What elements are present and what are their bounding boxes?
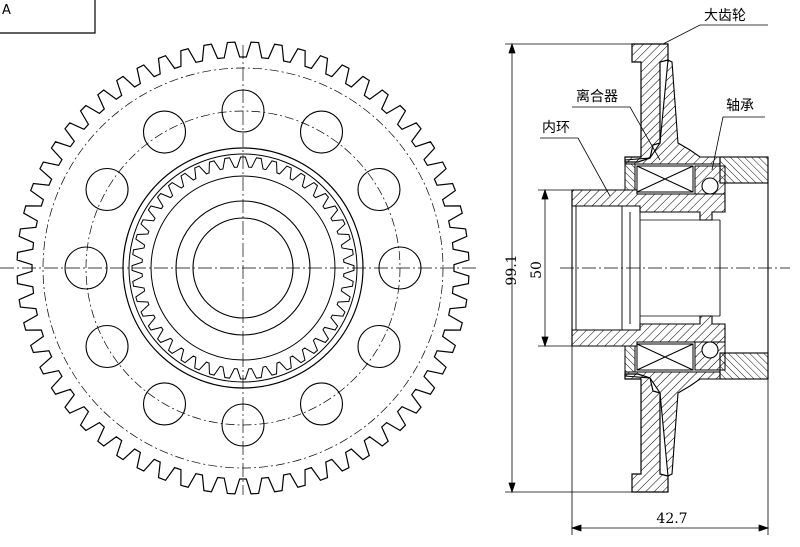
bolt-hole xyxy=(299,382,344,426)
section-view xyxy=(560,43,790,493)
label-bearing: 轴承 xyxy=(726,98,754,114)
bolt-holes xyxy=(64,89,422,447)
outer-sleeve-bottom xyxy=(719,352,769,380)
label-big-gear: 大齿轮 xyxy=(704,8,746,24)
hub-rib-bottom xyxy=(624,371,721,477)
clutch-strip-bottom xyxy=(624,345,636,373)
bolt-hole xyxy=(357,324,401,369)
label-clutch: 离合器 xyxy=(576,88,618,105)
dimension-inner-value: 50 xyxy=(529,261,545,279)
bolt-hole xyxy=(85,324,129,369)
bearing-bottom xyxy=(694,341,726,371)
roller-cage-bottom xyxy=(636,343,694,371)
inner-ring-top xyxy=(571,189,726,221)
outer-sleeve-top xyxy=(719,156,769,184)
dimension-width xyxy=(570,346,770,535)
hub-rib-top xyxy=(624,59,721,165)
front-view xyxy=(0,41,478,495)
label-inner-ring: 内环 xyxy=(542,120,570,136)
callout-clutch: 离合器 xyxy=(572,88,661,161)
callout-bearing: 轴承 xyxy=(711,98,765,171)
clutch-strip-top xyxy=(624,163,636,191)
callout-big-gear: 大齿轮 xyxy=(662,8,768,45)
dimension-inner xyxy=(538,188,572,348)
corner-label: A xyxy=(2,3,11,18)
bolt-hole xyxy=(299,110,344,154)
roller-cage-top xyxy=(636,165,694,193)
bolt-hole xyxy=(142,110,187,154)
bolt-hole xyxy=(357,167,401,212)
callout-inner-ring: 内环 xyxy=(540,120,611,197)
bearing-top xyxy=(694,165,726,195)
dimension-outer-value: 99.1 xyxy=(504,254,520,285)
bolt-hole xyxy=(142,382,187,426)
dimension-outer xyxy=(505,42,632,494)
bolt-hole xyxy=(85,167,129,212)
inner-ring-bottom xyxy=(571,315,726,347)
dimension-width-value: 42.7 xyxy=(656,511,687,527)
corner-frame: A xyxy=(0,0,96,34)
